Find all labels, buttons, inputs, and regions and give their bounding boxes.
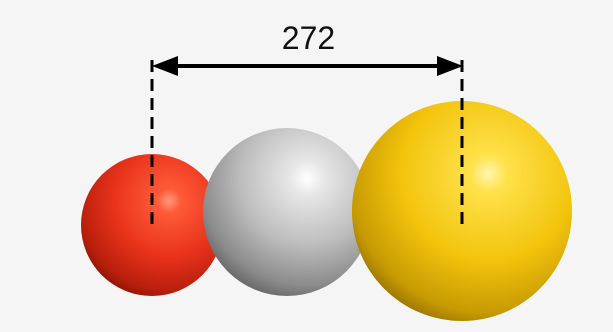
- red-sphere: [81, 154, 223, 296]
- dimension-arrow: [152, 56, 463, 76]
- distance-label-text: 272: [281, 20, 336, 56]
- distance-label: 272: [0, 18, 613, 58]
- arrowhead-left-icon: [152, 56, 178, 76]
- yellow-sphere: [352, 101, 572, 321]
- gray-sphere: [203, 128, 371, 296]
- arrowhead-right-icon: [437, 56, 463, 76]
